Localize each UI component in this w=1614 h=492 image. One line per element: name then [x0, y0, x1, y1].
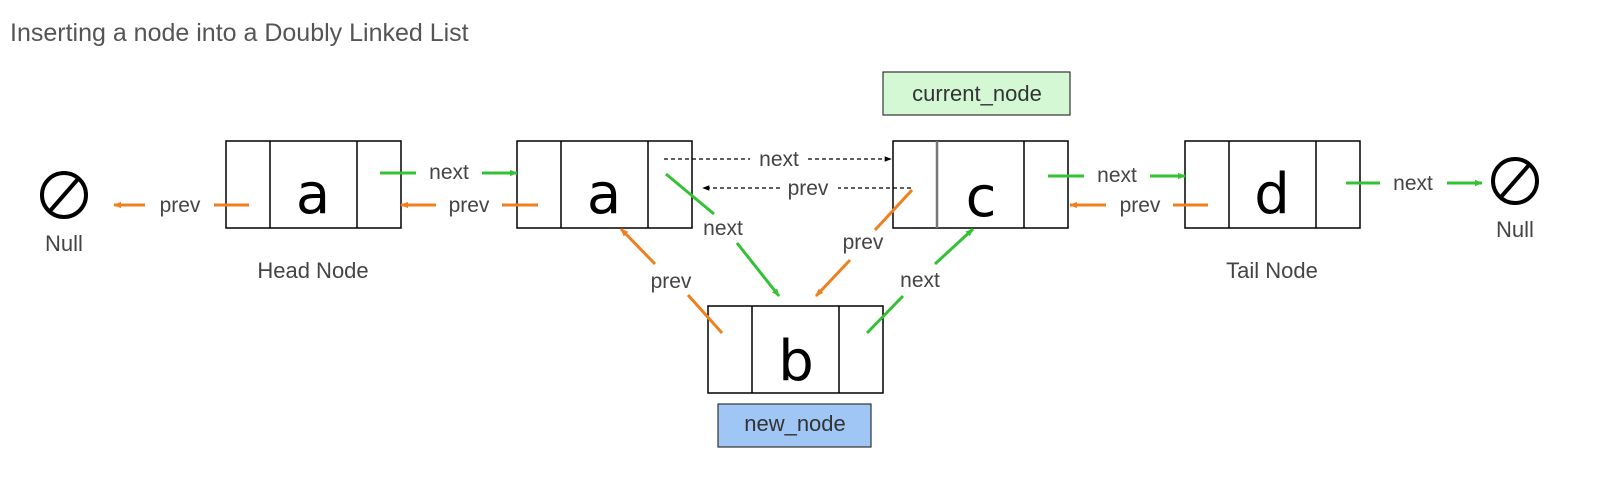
arrow-current-next-label: next: [1097, 164, 1137, 187]
new-node-tag-label: new_node: [744, 411, 846, 436]
arrow-old-next-dashed: next: [664, 148, 892, 171]
arrow-head-prev: prev: [113, 194, 249, 217]
head-node-value: a: [296, 162, 330, 227]
null-right-label: Null: [1496, 217, 1534, 242]
tail-node-caption: Tail Node: [1226, 258, 1318, 283]
arrow-old-next-label: next: [759, 148, 799, 171]
arrow-head-next: next: [380, 161, 518, 184]
null-symbol-icon: [1491, 157, 1539, 205]
tail-node-value: d: [1254, 162, 1290, 227]
current-node-tag-label: current_node: [912, 81, 1042, 106]
arrow-current-next: next: [1048, 164, 1186, 187]
arrow-old-prev-dashed: prev: [702, 177, 911, 200]
arrow-tail-prev: prev: [1069, 194, 1208, 217]
arrow-head-next-label: next: [429, 161, 469, 184]
null-symbol-icon: [40, 171, 88, 219]
new-node: b: [707, 305, 884, 394]
arrow-new-to-current-next-label: next: [900, 269, 940, 292]
current-node: c: [892, 140, 1069, 230]
arrow-head-prev-label: prev: [160, 194, 201, 217]
arrow-new-to-second-prev-label: prev: [651, 270, 692, 293]
new-node-value: b: [778, 329, 814, 394]
arrow-second-prev: prev: [400, 194, 538, 217]
second-node: a: [516, 140, 693, 229]
arrow-tail-next: next: [1346, 172, 1483, 195]
arrow-current-to-new-prev-label: prev: [843, 231, 884, 254]
new-node-tag: new_node: [717, 403, 872, 448]
arrow-second-to-new-next: next: [665, 172, 781, 297]
arrow-old-prev-label: prev: [788, 177, 829, 200]
second-node-value: a: [587, 162, 621, 227]
current-node-value: c: [966, 165, 997, 230]
arrow-second-prev-label: prev: [449, 194, 490, 217]
null-right: Null: [1491, 157, 1539, 242]
current-node-tag: current_node: [882, 71, 1071, 116]
head-node: a: [225, 140, 402, 229]
arrow-new-to-second-prev: prev: [619, 227, 724, 335]
arrow-new-to-current-next: next: [865, 227, 975, 335]
diagram-title: Inserting a node into a Doubly Linked Li…: [10, 19, 469, 47]
arrow-second-to-new-next-label: next: [703, 217, 743, 240]
arrow-current-to-new-prev: prev: [814, 188, 914, 298]
head-node-caption: Head Node: [257, 258, 368, 283]
arrow-tail-next-label: next: [1393, 172, 1433, 195]
null-left: Null: [40, 171, 88, 256]
arrow-tail-prev-label: prev: [1120, 194, 1161, 217]
null-left-label: Null: [45, 231, 83, 256]
tail-node: d: [1184, 140, 1361, 229]
